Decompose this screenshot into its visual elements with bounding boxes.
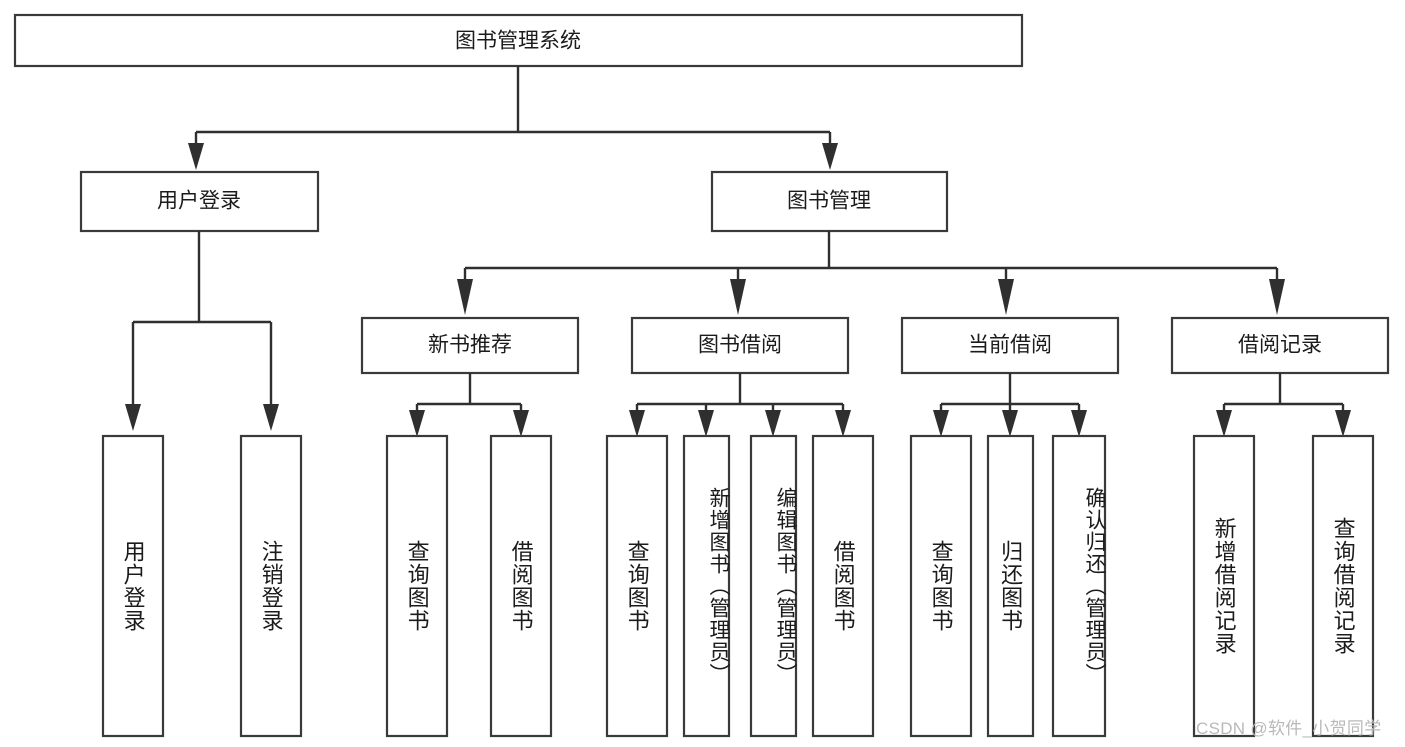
arrowhead-leaf-bb-3 xyxy=(835,410,851,437)
leaf-box-cb-0[interactable] xyxy=(909,434,973,738)
leaf-box-bb-0[interactable] xyxy=(605,434,669,738)
new-book-recommend-box[interactable] xyxy=(360,316,580,375)
arrowhead-leaf-bb-2 xyxy=(765,410,781,437)
leaf-box-br-1[interactable] xyxy=(1311,434,1375,738)
leaf-box-bb-2[interactable] xyxy=(749,434,798,738)
csdn-watermark: CSDN @软件_小贺同学 xyxy=(1196,719,1382,738)
arrowhead-leaf-br-0 xyxy=(1216,410,1232,437)
node-current-borrow[interactable]: 当前借阅 xyxy=(900,316,1120,375)
leaf-box-user-login-1[interactable] xyxy=(239,434,303,738)
arrowhead-to-book-borrow xyxy=(730,279,746,315)
arrowhead-to-book-manage xyxy=(822,143,838,170)
node-user-login[interactable]: 用户登录 xyxy=(79,170,320,233)
leaf-box-nbr-0[interactable] xyxy=(385,434,449,738)
arrowhead-leaf-user-login-0 xyxy=(125,404,141,431)
node-new-book-recommend[interactable]: 新书推荐 xyxy=(360,316,580,375)
arrowhead-to-user-login xyxy=(188,143,204,170)
leaf-box-user-login-0[interactable] xyxy=(101,434,165,738)
arrowhead-leaf-cb-2 xyxy=(1071,410,1087,437)
new-book-recommend-label: 新书推荐 xyxy=(428,334,512,357)
leaf-box-bb-3[interactable] xyxy=(811,434,875,738)
book-manage-box[interactable] xyxy=(710,170,949,233)
root-label: 图书管理系统 xyxy=(455,30,581,53)
node-borrow-record[interactable]: 借阅记录 xyxy=(1170,316,1390,375)
arrowhead-leaf-bb-1 xyxy=(698,410,714,437)
node-root[interactable]: 图书管理系统 xyxy=(13,13,1024,68)
arrowhead-to-borrow-record xyxy=(1269,279,1285,315)
current-borrow-box[interactable] xyxy=(900,316,1120,375)
arrowhead-leaf-br-1 xyxy=(1335,410,1351,437)
arrowhead-leaf-nbr-1 xyxy=(513,410,529,437)
leaf-box-cb-1[interactable] xyxy=(986,434,1035,738)
node-book-borrow[interactable]: 图书借阅 xyxy=(630,316,850,375)
current-borrow-label: 当前借阅 xyxy=(968,334,1052,357)
arrowhead-leaf-user-login-1 xyxy=(263,404,279,431)
arrowhead-leaf-cb-1 xyxy=(1002,410,1018,437)
book-borrow-label: 图书借阅 xyxy=(698,334,782,357)
book-borrow-box[interactable] xyxy=(630,316,850,375)
borrow-record-box[interactable] xyxy=(1170,316,1390,375)
borrow-record-label: 借阅记录 xyxy=(1238,334,1322,357)
user-login-label: 用户登录 xyxy=(157,190,241,213)
leaf-box-cb-2[interactable] xyxy=(1051,434,1107,738)
leaf-box-br-0[interactable] xyxy=(1192,434,1256,738)
arrowhead-leaf-bb-0 xyxy=(629,410,645,437)
node-book-manage[interactable]: 图书管理 xyxy=(710,170,949,233)
leaf-box-nbr-1[interactable] xyxy=(489,434,553,738)
arrowhead-leaf-nbr-0 xyxy=(409,410,425,437)
arrowhead-to-current-borrow xyxy=(998,279,1014,315)
leaf-box-bb-1[interactable] xyxy=(682,434,731,738)
arrowhead-leaf-cb-0 xyxy=(933,410,949,437)
root-box[interactable] xyxy=(13,13,1024,68)
arrowhead-to-new-book xyxy=(457,279,473,315)
book-manage-label: 图书管理 xyxy=(787,190,871,213)
